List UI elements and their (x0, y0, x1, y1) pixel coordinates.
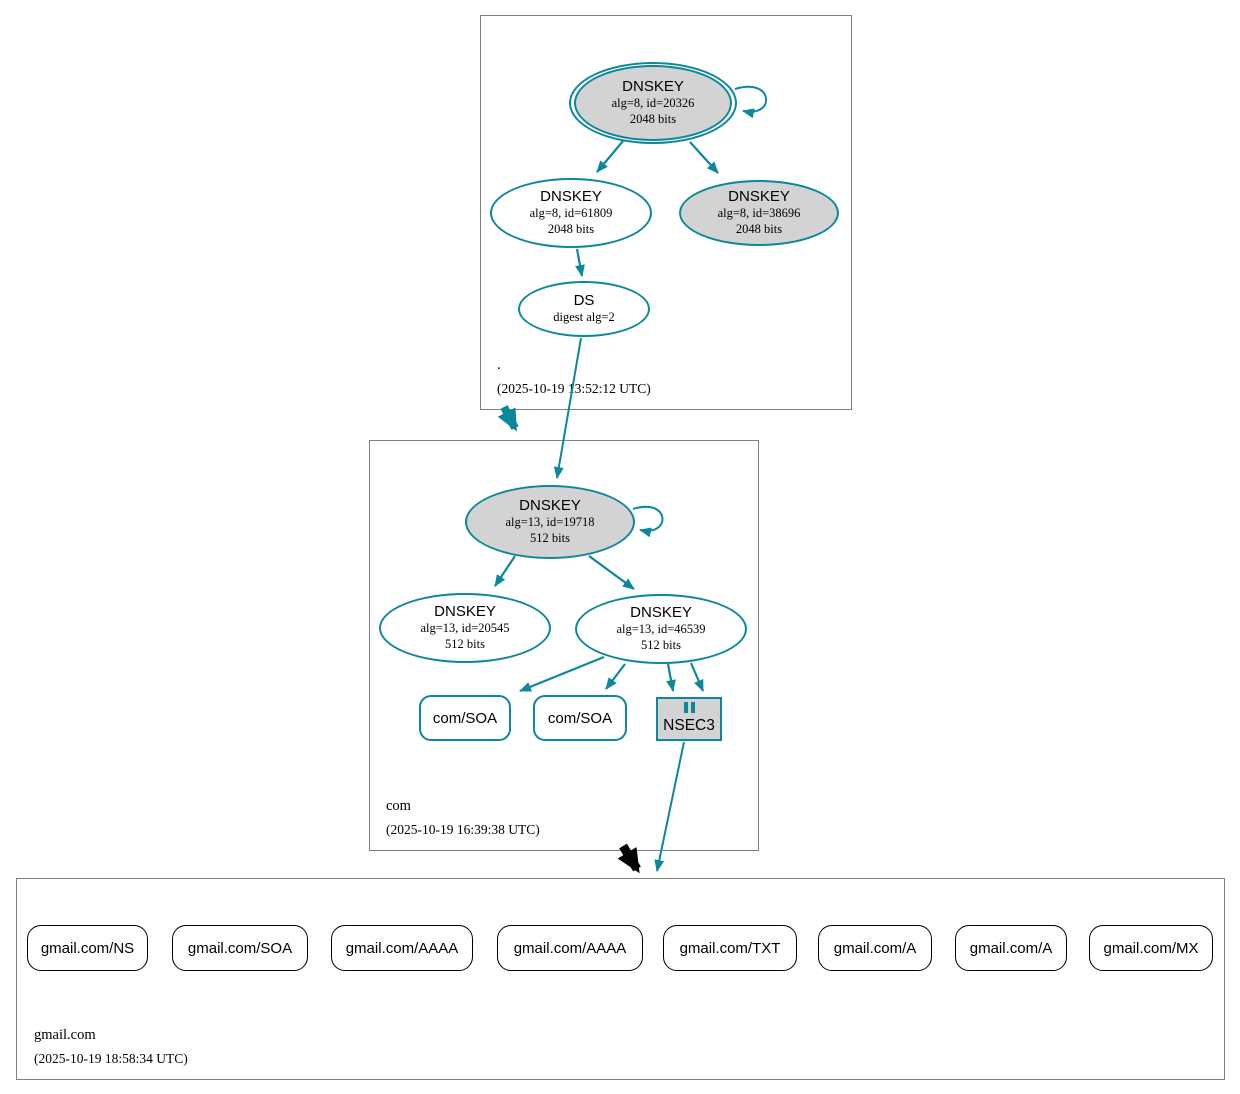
nsec3-node[interactable]: NSEC3 (656, 697, 722, 741)
node-detail: 512 bits (641, 638, 681, 652)
nsec3-cell (683, 702, 688, 713)
node-detail: alg=8, id=20326 (611, 96, 695, 111)
dnskey-node-com-20545-body: DNSKEY alg=13, id=20545 512 bits (381, 595, 549, 661)
rrset-label: com/SOA (432, 709, 498, 727)
node-detail: alg=13, id=19718 (505, 515, 595, 530)
rrset-node-gmail-aaaa-1[interactable]: gmail.com/AAAA (331, 925, 473, 971)
rrset-label: gmail.com/A (969, 939, 1053, 957)
rrset-node-gmail-a-2[interactable]: gmail.com/A (955, 925, 1067, 971)
rrset-label: gmail.com/SOA (187, 939, 293, 957)
dnskey-node-root-zsk[interactable]: DNSKEY alg=8, id=61809 2048 bits (490, 178, 652, 248)
ds-node-root[interactable]: DS digest alg=2 (518, 281, 650, 337)
node-detail: 512 bits (530, 531, 570, 545)
rrset-node-com-soa-2[interactable]: com/SOA (533, 695, 627, 741)
edge-delegation-root-to-com (497, 405, 519, 432)
dnskey-node-root-zsk-body: DNSKEY alg=8, id=61809 2048 bits (492, 180, 650, 246)
node-detail: 2048 bits (629, 112, 677, 126)
zone-meta-com: com (2025-10-19 16:39:38 UTC) (386, 798, 540, 838)
dnskey-node-root-ksk-body: DNSKEY alg=8, id=20326 2048 bits (574, 65, 732, 141)
node-title: DNSKEY (728, 188, 790, 206)
rrset-label: com/SOA (547, 709, 613, 727)
node-detail: alg=8, id=61809 (529, 206, 613, 221)
dnskey-node-root-ksk[interactable]: DNSKEY alg=8, id=20326 2048 bits (569, 62, 737, 144)
rrset-node-gmail-soa[interactable]: gmail.com/SOA (172, 925, 308, 971)
nsec3-label: NSEC3 (663, 716, 715, 734)
rrset-node-gmail-txt[interactable]: gmail.com/TXT (663, 925, 797, 971)
zone-label-root: . (497, 357, 501, 373)
node-title: DNSKEY (540, 188, 602, 206)
dnskey-node-com-20545[interactable]: DNSKEY alg=13, id=20545 512 bits (379, 593, 551, 663)
rrset-node-gmail-aaaa-2[interactable]: gmail.com/AAAA (497, 925, 643, 971)
dnskey-node-com-ksk[interactable]: DNSKEY alg=13, id=19718 512 bits (465, 485, 635, 559)
node-detail: 2048 bits (547, 222, 595, 236)
node-title: DNSKEY (630, 604, 692, 622)
zone-meta-gmail: gmail.com (2025-10-19 18:58:34 UTC) (34, 1027, 188, 1067)
rrset-label: gmail.com/AAAA (513, 939, 627, 957)
rrset-label: gmail.com/MX (1103, 939, 1199, 957)
rrset-label: gmail.com/A (833, 939, 917, 957)
dnskey-node-com-46539-body: DNSKEY alg=13, id=46539 512 bits (577, 596, 745, 662)
node-detail: 2048 bits (735, 222, 783, 236)
zone-timestamp-root: (2025-10-19 13:52:12 UTC) (497, 381, 651, 396)
rrset-label: gmail.com/NS (40, 939, 135, 957)
node-title: DNSKEY (519, 497, 581, 515)
rrset-node-gmail-a-1[interactable]: gmail.com/A (818, 925, 932, 971)
dnskey-node-com-46539[interactable]: DNSKEY alg=13, id=46539 512 bits (575, 594, 747, 664)
zone-meta-root: . (2025-10-19 13:52:12 UTC) (497, 357, 651, 397)
ds-node-root-body: DS digest alg=2 (520, 283, 648, 335)
node-title: DS (573, 292, 595, 310)
nsec3-cell (690, 702, 695, 713)
node-detail: 512 bits (445, 637, 485, 651)
node-detail: alg=13, id=46539 (616, 622, 706, 637)
nsec3-header-cells (683, 702, 695, 713)
node-title: DNSKEY (434, 603, 496, 621)
rrset-label: gmail.com/TXT (679, 939, 781, 957)
rrset-label: gmail.com/AAAA (345, 939, 459, 957)
rrset-node-gmail-ns[interactable]: gmail.com/NS (27, 925, 148, 971)
node-title: DNSKEY (622, 78, 684, 96)
zone-label-gmail: gmail.com (34, 1027, 96, 1043)
node-detail: alg=13, id=20545 (420, 621, 510, 636)
node-detail: alg=8, id=38696 (717, 206, 801, 221)
dnskey-node-root-38696-body: DNSKEY alg=8, id=38696 2048 bits (681, 182, 837, 244)
dnskey-node-root-38696[interactable]: DNSKEY alg=8, id=38696 2048 bits (679, 180, 839, 246)
node-detail: digest alg=2 (553, 310, 615, 325)
zone-timestamp-gmail: (2025-10-19 18:58:34 UTC) (34, 1051, 188, 1066)
zone-label-com: com (386, 798, 411, 814)
dnskey-node-com-ksk-body: DNSKEY alg=13, id=19718 512 bits (467, 487, 633, 557)
zone-box-gmail: gmail.com (2025-10-19 18:58:34 UTC) (16, 878, 1225, 1080)
rrset-node-gmail-mx[interactable]: gmail.com/MX (1089, 925, 1213, 971)
zone-timestamp-com: (2025-10-19 16:39:38 UTC) (386, 822, 540, 837)
rrset-node-com-soa-1[interactable]: com/SOA (419, 695, 511, 741)
